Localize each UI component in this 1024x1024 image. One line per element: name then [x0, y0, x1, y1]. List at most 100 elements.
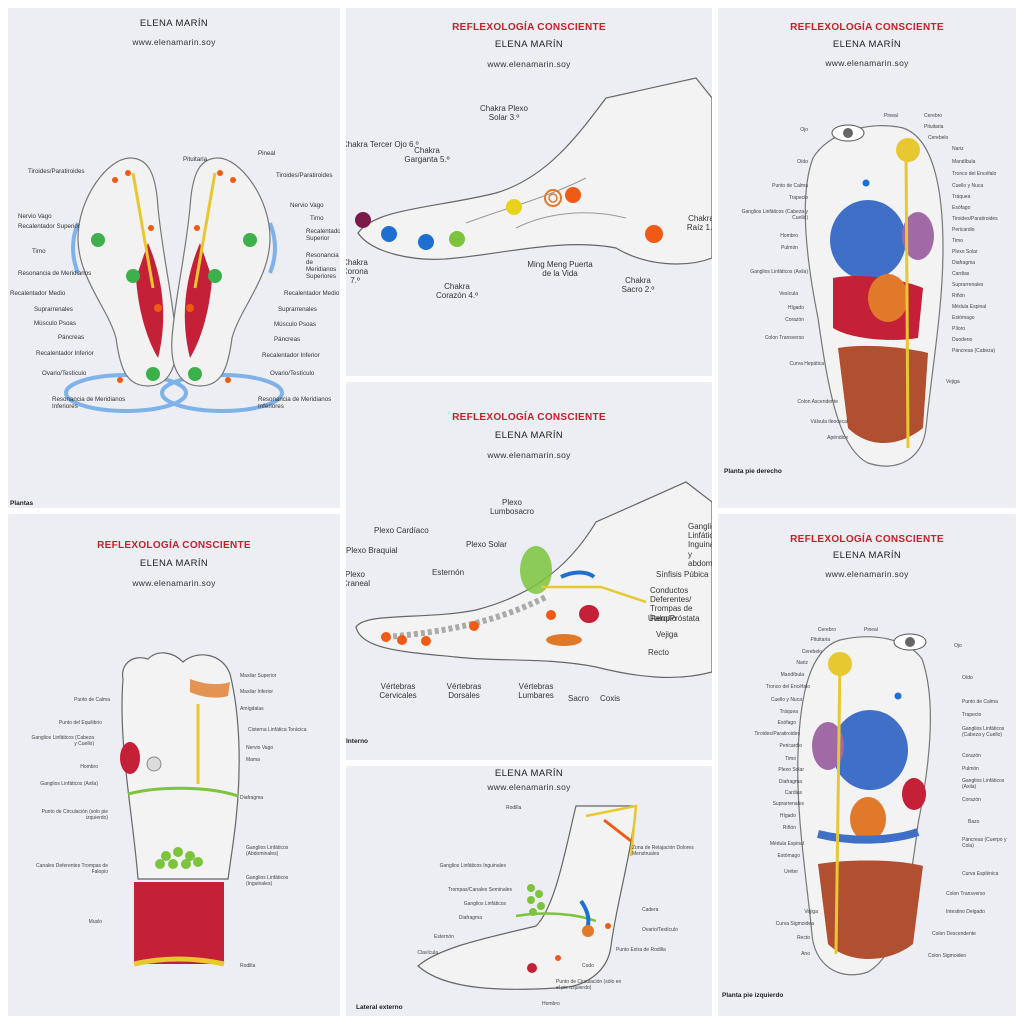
label-plexo-braquial: Plexo Braquial: [346, 546, 398, 555]
label-right: Riñón: [952, 293, 966, 299]
label-right: Páncreas (Cabeza): [952, 348, 996, 354]
label-v-dorsales: Vértebras Dorsales: [446, 682, 482, 701]
panel-website: www.elenamarin.soy: [487, 59, 571, 69]
label-right: Corazón: [962, 797, 981, 803]
panel-footer: Plantas: [10, 500, 34, 507]
panel-website: www.elenamarin.soy: [132, 37, 216, 47]
label-right: Resonancia de Meridianos Inferiores: [258, 396, 332, 411]
panel-pie-derecho: REFLEXOLOGÍA CONSCIENTE ELENA MARÍN www.…: [718, 8, 1016, 508]
label-right: Ganglios Linfáticos (Axila): [962, 778, 1005, 790]
label-raiz: Chakra Raíz 1.º: [686, 214, 712, 233]
label-right: Colon Transverso: [946, 891, 986, 897]
label-right: Recalentador Medio: [284, 290, 340, 297]
label-ming-meng: Ming Meng Puerta de la Vida: [527, 260, 593, 279]
label-right: Estómago: [952, 315, 975, 321]
label-plexo-solar: Plexo Solar: [466, 540, 507, 549]
label-tercer-ojo: Chakra Tercer Ojo 6.º: [346, 140, 419, 149]
label-right: Pericardio: [952, 227, 975, 233]
panel-interno: REFLEXOLOGÍA CONSCIENTE ELENA MARÍN www.…: [346, 382, 712, 760]
label-right: Diafragma: [240, 795, 264, 801]
label-sacro: Sacro: [568, 694, 589, 703]
panel-author: ELENA MARÍN: [832, 39, 902, 50]
label-left: Mandíbula: [780, 672, 804, 678]
label-right: Cisterna Linfática Torácica: [248, 727, 307, 733]
left-sole-illustration: [797, 633, 931, 976]
label-left: Timo: [32, 248, 46, 255]
label-left: Ganglios Linfáticos (Cabeza y Cuello): [741, 209, 808, 221]
right-sole-illustration: [804, 124, 944, 467]
label-left: Suprarrenales: [34, 306, 73, 313]
label-right: Oído: [962, 675, 973, 681]
label-left: Resonancia de Meridianos Inferiores: [52, 396, 126, 411]
label-left: Recto: [796, 935, 810, 941]
label-left: Recalentador Inferior: [36, 350, 94, 357]
label-right: Páncreas: [274, 336, 301, 343]
label-right: Timo: [952, 238, 963, 244]
label-right: Cadera: [642, 907, 659, 913]
label-left: Plexo Solar: [778, 767, 804, 773]
label-left: Resonancia de Meridianos: [18, 270, 92, 277]
label-right: Colon Descendente: [932, 931, 976, 937]
label-left: Ojo: [800, 127, 808, 133]
label-right: Cerebro: [924, 113, 943, 119]
label-right: Amígdalas: [240, 706, 264, 712]
label-right: Nariz: [952, 146, 964, 152]
label-right: Mandíbula: [952, 159, 976, 165]
panel-author: ELENA MARÍN: [494, 768, 564, 779]
label-right: Resonancia de Meridianos Superiores: [306, 252, 339, 281]
label-right: Recalentador Inferior: [262, 352, 320, 359]
label-left: Ganglios Linfáticos: [463, 901, 506, 907]
label-right: Trapecio: [962, 712, 982, 718]
label-left: Trompas/Canales Seminales: [447, 887, 512, 893]
panel-dorso: REFLEXOLOGÍA CONSCIENTE ELENA MARÍN www.…: [8, 514, 340, 1016]
label-left: Curva Sigmoidea: [775, 921, 814, 927]
label-right: Nervio Vago: [290, 202, 324, 209]
label-sinfisis: Sínfisis Púbica: [656, 570, 709, 579]
label-right: Ovario/Testículo: [642, 927, 678, 933]
panel-author: ELENA MARÍN: [832, 550, 902, 561]
label-left: Punto de Calma: [74, 697, 110, 703]
label-left: Cerebro: [817, 627, 836, 633]
label-left: Médula Espinal: [769, 841, 804, 847]
label-right: Pineal: [884, 113, 898, 119]
label-right: Pituitaria: [924, 124, 944, 130]
label-right: Maxilar Inferior: [240, 689, 274, 695]
panel-title: REFLEXOLOGÍA CONSCIENTE: [452, 22, 606, 33]
label-right: Músculo Psoas: [274, 321, 316, 328]
label-left: Pituitaria: [810, 637, 830, 643]
label-left: Vejiga: [804, 909, 818, 915]
label-left: Corazón: [785, 317, 804, 323]
label-right: Tráquea: [952, 194, 971, 200]
label-right: Suprarrenales: [278, 306, 317, 313]
panel-plantas: ELENA MARÍN www.elenamarin.soy Tiroides/…: [8, 8, 340, 508]
label-left: Cuello y Nuca: [770, 697, 802, 703]
label-left: Colon Transverso: [764, 335, 804, 341]
label-left: Nariz: [796, 660, 808, 666]
label-right: Píloro: [952, 326, 966, 332]
label-left: Timo: [785, 756, 796, 762]
label-left: Recalentador Superior: [18, 223, 80, 230]
plantas-illustration: [64, 157, 284, 413]
panel-footer: Planta pie derecho: [724, 468, 782, 475]
label-right: Tiroides/Paratiroides: [952, 216, 998, 222]
label-left: Uréter: [784, 869, 798, 875]
panel-author: ELENA MARÍN: [139, 18, 209, 29]
label-right: Nervio Vago: [246, 745, 274, 751]
label-left: Ganglios Linfáticos (Axila): [750, 269, 808, 275]
panel-author: ELENA MARÍN: [139, 558, 209, 569]
label-right: Pituitaria: [183, 156, 208, 163]
label-left: Pulmón: [781, 245, 798, 251]
label-right: Punto de Calma: [962, 699, 998, 705]
label-left: Muslo: [88, 919, 102, 925]
label-sacro: Chakra Sacro 2.º: [621, 276, 655, 295]
label-right: Plexo Solar: [952, 249, 978, 255]
panel-title: REFLEXOLOGÍA CONSCIENTE: [452, 412, 606, 423]
label-left: Cerebelo: [801, 649, 822, 655]
label-left: Trapecio: [788, 195, 808, 201]
label-right: Tronco del Encéfalo: [952, 171, 997, 177]
panel-footer: Lateral externo: [356, 1004, 403, 1011]
panel-title: REFLEXOLOGÍA CONSCIENTE: [790, 22, 944, 33]
label-left: Recalentador Medio: [10, 290, 66, 297]
label-left: Ganglios Linfáticos (Cabeza y Cuello): [31, 735, 94, 747]
label-vejiga: Vejiga: [656, 630, 678, 639]
